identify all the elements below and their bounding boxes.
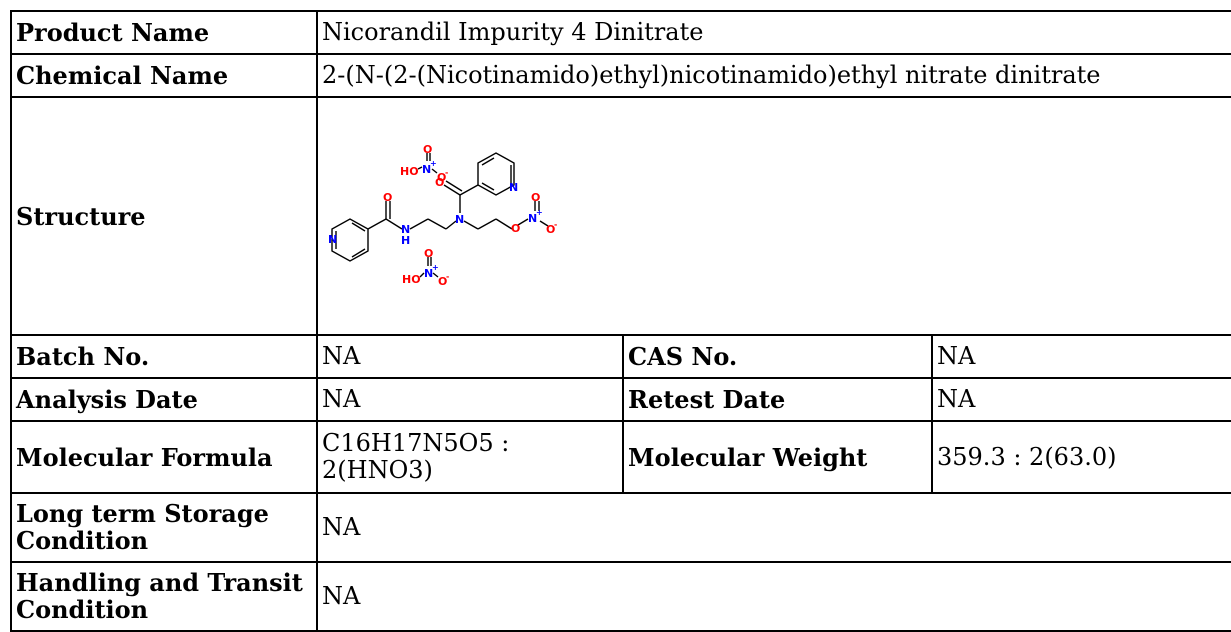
row-formula-weight: Molecular Formula C16H17N5O5 : 2(HNO3) M… xyxy=(10,420,1231,494)
structure-bonds xyxy=(331,152,549,278)
label-molecular-formula: Molecular Formula xyxy=(10,420,318,494)
atom-o-top-nitrate-up: O xyxy=(423,143,432,156)
value-product-name: Nicorandil Impurity 4 Dinitrate xyxy=(315,9,1231,56)
row-product-name: Product Name Nicorandil Impurity 4 Dinit… xyxy=(10,9,1231,56)
row-structure: Structure xyxy=(10,96,1231,337)
atom-o-bottom-nitrate-right: O xyxy=(438,275,447,288)
atom-o-top-nitrate-right: O xyxy=(437,171,446,184)
atom-o-ester: O xyxy=(511,222,520,235)
value-batch-no: NA xyxy=(316,334,624,380)
charge-plus-ester: + xyxy=(536,208,543,217)
row-handling: Handling and Transit Condition NA xyxy=(10,560,1231,632)
atom-n-amide: N xyxy=(401,223,410,236)
label-retest-date: Retest Date xyxy=(622,377,933,423)
atom-n-left-ring: N xyxy=(328,233,337,246)
charge-plus-bottom: + xyxy=(432,263,439,272)
label-cas-no: CAS No. xyxy=(622,334,933,380)
value-molecular-formula: C16H17N5O5 : 2(HNO3) xyxy=(316,420,624,494)
value-retest-date: NA xyxy=(930,377,1231,423)
value-structure: N O N H N O N O N + O O - HO N + O xyxy=(315,96,1231,337)
charge-minus-bottom: - xyxy=(446,272,449,281)
atom-n-ester-nitrate: N xyxy=(528,212,537,225)
label-chemical-name: Chemical Name xyxy=(10,53,318,99)
structure-image: N O N H N O N O N + O O - HO N + O xyxy=(328,143,557,288)
label-molecular-weight: Molecular Weight xyxy=(622,420,933,494)
row-storage: Long term Storage Condition NA xyxy=(10,491,1231,563)
label-analysis-date: Analysis Date xyxy=(10,377,318,423)
row-dates: Analysis Date NA Retest Date NA xyxy=(10,377,1231,423)
label-product-name: Product Name xyxy=(10,9,318,56)
atom-o-ester-nitrate-top: O xyxy=(531,191,540,204)
label-storage-condition: Long term Storage Condition xyxy=(10,491,318,563)
atom-o-left-amide: O xyxy=(383,191,392,204)
value-analysis-date: NA xyxy=(316,377,624,423)
atom-h-amide: H xyxy=(401,234,410,247)
atom-n-top-nitrate: N xyxy=(422,163,431,176)
value-handling-condition: NA xyxy=(315,560,1231,632)
atom-n-right-ring: N xyxy=(509,181,518,194)
atom-o-bottom-nitrate-up: O xyxy=(424,247,433,260)
value-cas-no: NA xyxy=(930,334,1231,380)
atom-n-bottom-nitrate: N xyxy=(424,267,433,280)
label-batch-no: Batch No. xyxy=(10,334,318,380)
charge-plus-top: + xyxy=(430,159,437,168)
row-batch-cas: Batch No. NA CAS No. NA xyxy=(10,334,1231,380)
row-chemical-name: Chemical Name 2-(N-(2-(Nicotinamido)ethy… xyxy=(10,53,1231,99)
atom-o-ester-nitrate-right: O xyxy=(546,223,555,236)
charge-minus-top: - xyxy=(445,168,448,177)
label-structure: Structure xyxy=(10,96,318,337)
value-molecular-weight: 359.3 : 2(63.0) xyxy=(930,420,1231,494)
value-chemical-name: 2-(N-(2-(Nicotinamido)ethyl)nicotinamido… xyxy=(315,53,1231,99)
charge-minus-ester: - xyxy=(554,220,557,229)
label-handling-condition: Handling and Transit Condition xyxy=(10,560,318,632)
atom-n-tertiary: N xyxy=(455,213,464,226)
atom-ho-top: HO xyxy=(400,165,419,178)
value-storage-condition: NA xyxy=(315,491,1231,563)
atom-o-upper-amide: O xyxy=(435,176,444,189)
product-spec-table: Product Name Nicorandil Impurity 4 Dinit… xyxy=(10,9,1231,632)
atom-ho-bottom: HO xyxy=(402,273,421,286)
